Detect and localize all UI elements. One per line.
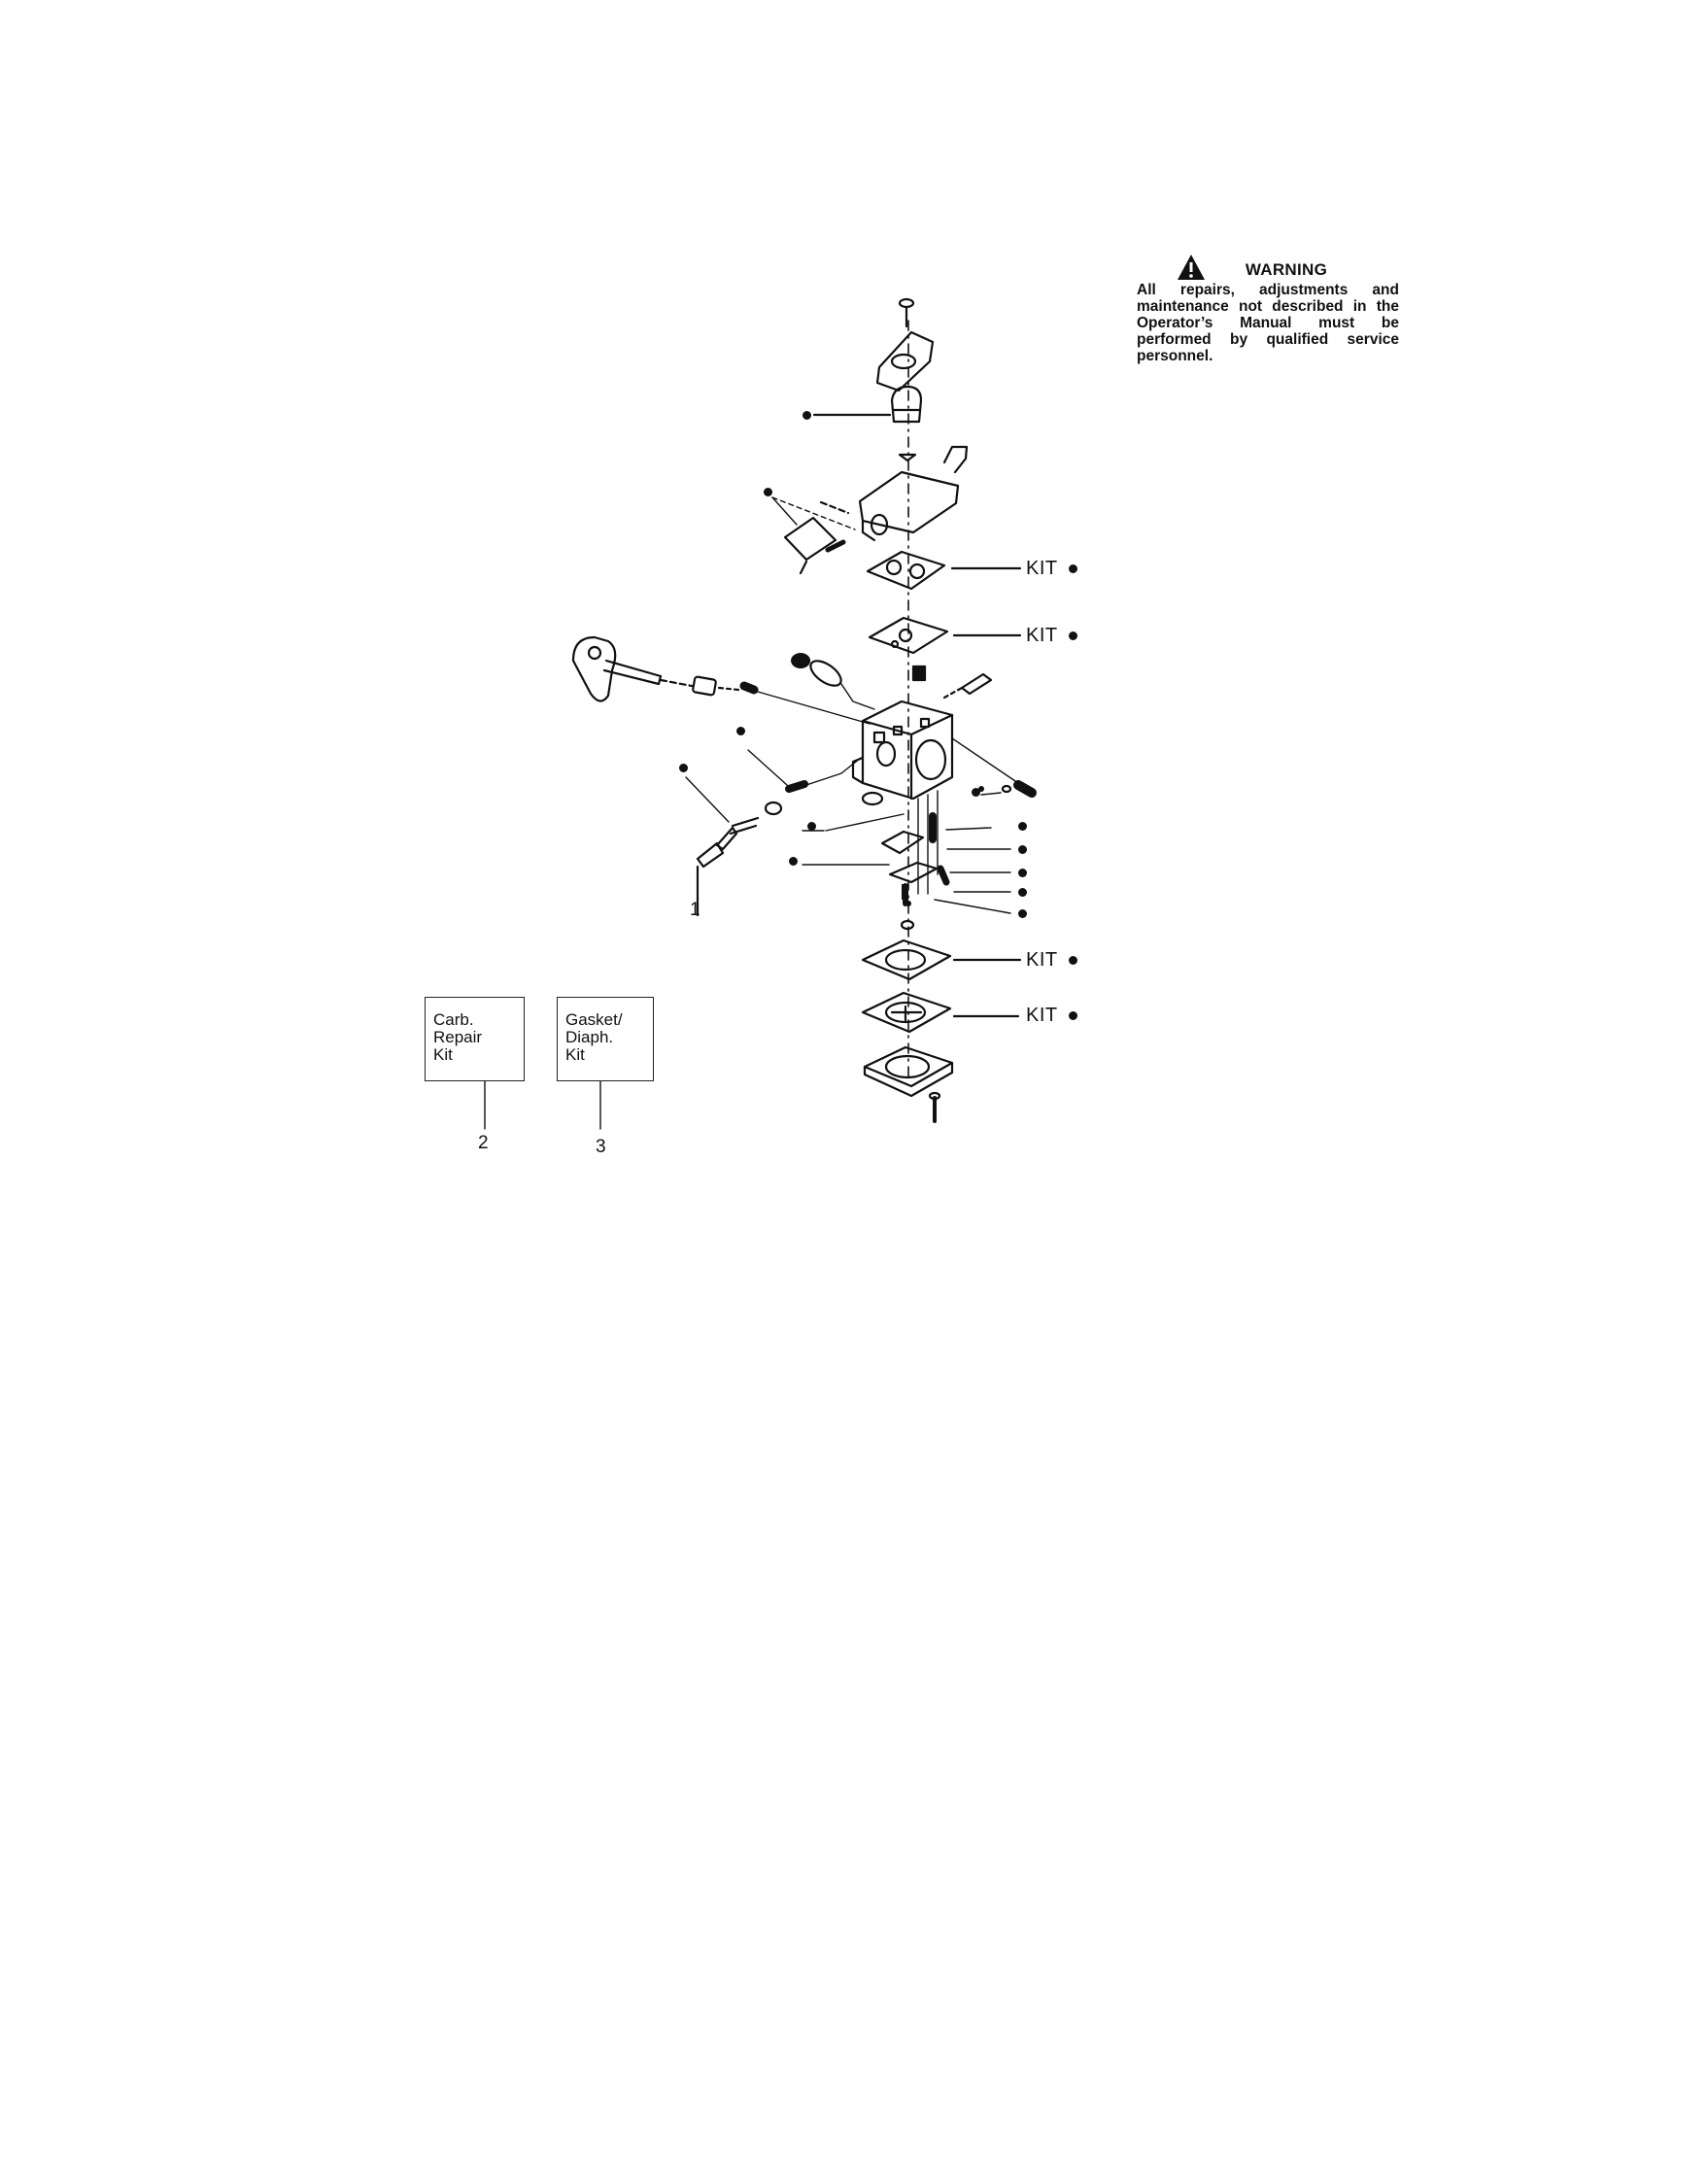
metering-cover-part xyxy=(863,1045,954,1098)
metering-lever-part xyxy=(880,830,925,855)
idle-spring-part xyxy=(1013,780,1037,798)
gasket-diaphragm-kit-box: Gasket/ Diaph. Kit xyxy=(557,997,654,1081)
warning-text: All repairs, adjustments and maintenance… xyxy=(1137,282,1399,364)
kit-label-pump-gasket: KIT xyxy=(1026,558,1058,579)
metering-diaphragm-part xyxy=(861,991,952,1034)
needle-spring-part xyxy=(785,780,808,793)
kit-box-line: Gasket/ xyxy=(565,1010,623,1029)
kit-dot xyxy=(803,411,811,420)
valve-part xyxy=(898,453,917,462)
kit-dot xyxy=(1018,909,1027,918)
pump-gasket-part xyxy=(866,550,946,591)
pump-cover-part xyxy=(858,470,960,542)
kit-box-line: Repair xyxy=(433,1028,483,1046)
kit-dot xyxy=(972,788,980,797)
choke-detent-part xyxy=(791,653,811,668)
throttle-lever-part xyxy=(571,635,663,702)
kit-label-metering-diaphragm: KIT xyxy=(1026,1005,1058,1026)
kit-dot xyxy=(1018,822,1027,831)
kit-dot xyxy=(1069,564,1077,573)
kit-box-line: Kit xyxy=(433,1045,453,1064)
kit-dot xyxy=(1018,845,1027,854)
washer-part xyxy=(764,801,783,816)
kit-dot xyxy=(764,488,772,496)
inlet-needle-part xyxy=(913,666,925,680)
kit-dot xyxy=(1018,869,1027,877)
ref-number-3: 3 xyxy=(596,1137,606,1157)
shaft-bushing-part xyxy=(692,675,717,697)
top-screw-part xyxy=(898,297,915,328)
filter-screen-part xyxy=(783,516,837,562)
kit-dot xyxy=(736,727,745,735)
kit-dot xyxy=(1069,956,1077,965)
spring-part xyxy=(825,539,846,553)
warning-triangle-icon xyxy=(1178,255,1205,280)
warning-header: WARNING xyxy=(1137,260,1399,280)
kit-dot xyxy=(807,822,816,831)
ref-number-1: 1 xyxy=(690,900,700,920)
ref-number-2: 2 xyxy=(478,1133,489,1153)
carburetor-body-part xyxy=(851,700,954,801)
pump-diaphragm-part xyxy=(868,616,949,655)
kit-dot xyxy=(1018,888,1027,897)
kit-box-line: Kit xyxy=(565,1045,585,1064)
kit-dot xyxy=(679,764,688,772)
choke-plate-part xyxy=(809,660,842,687)
metering-gasket-part xyxy=(861,938,952,981)
kit-label-metering-gasket: KIT xyxy=(1026,949,1058,971)
kit-dot xyxy=(1069,631,1077,640)
cover-plate-part xyxy=(875,330,935,392)
warning-title: WARNING xyxy=(1245,260,1328,279)
fuel-pin-part xyxy=(960,672,993,696)
throttle-spring-part xyxy=(739,681,759,695)
kit-dot xyxy=(789,857,798,866)
primer-bulb-part xyxy=(890,385,923,424)
kit-dot xyxy=(1069,1011,1077,1020)
kit-box-line: Diaph. xyxy=(565,1028,614,1046)
bottom-screw-part xyxy=(928,1091,941,1123)
warning-notice: WARNING All repairs, adjustments and mai… xyxy=(1137,260,1399,364)
kit-label-pump-diaphragm: KIT xyxy=(1026,625,1058,646)
kit-box-line: Carb. xyxy=(433,1010,474,1029)
fuel-elbow-part xyxy=(942,445,969,474)
needle-tip-part xyxy=(696,841,725,869)
carb-repair-kit-box: Carb. Repair Kit xyxy=(425,997,525,1081)
